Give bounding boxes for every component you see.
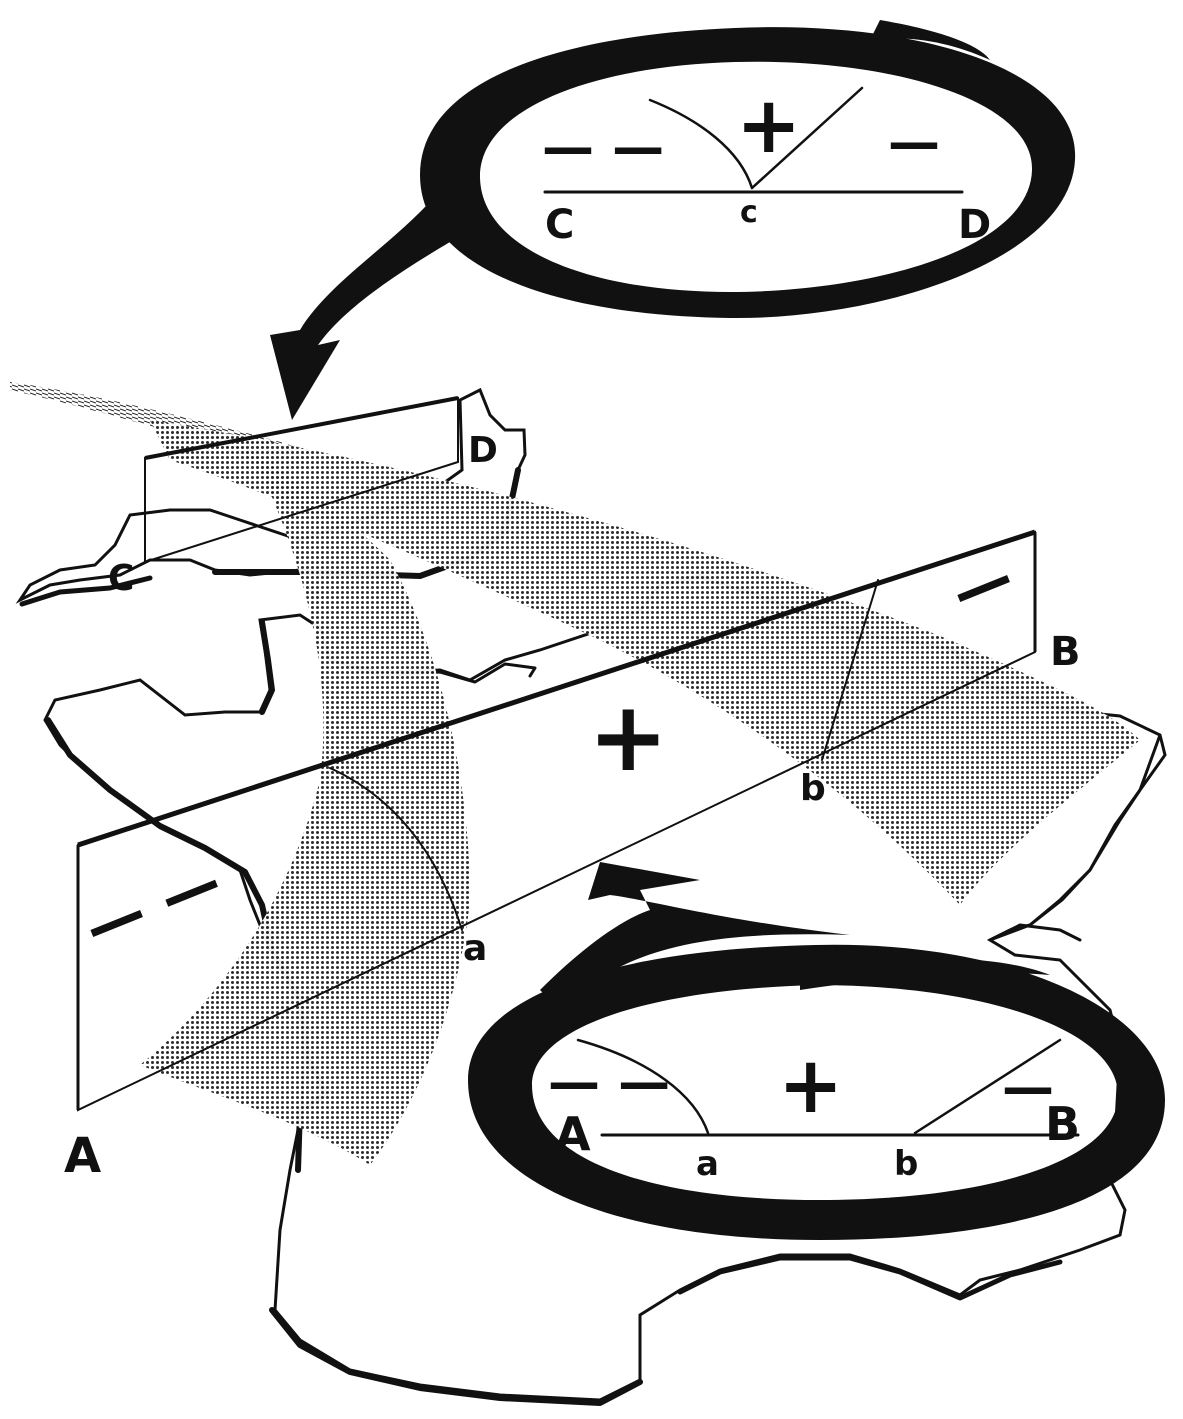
upper-inset-sign-middle: +	[736, 81, 801, 171]
section-plane-ab-top-edge	[77, 529, 1036, 848]
main-sign-left: — —	[74, 846, 231, 964]
magnifier-loop-icon	[468, 862, 1165, 1240]
france-east-border	[988, 733, 1162, 942]
lower-inset-sign-left: — —	[548, 1053, 670, 1113]
cold-front-surface-ab	[329, 767, 463, 931]
upper-inset-sign-left: — —	[542, 118, 664, 178]
section-cd-label-c: C	[108, 558, 134, 599]
section-ab-label-a-end: A	[64, 1128, 101, 1184]
warm-front-surface-ab	[821, 579, 879, 761]
lower-inset-warm-front	[913, 1038, 1062, 1135]
cold-front-band	[140, 440, 470, 1165]
section-ab-label-b-point: b	[800, 768, 826, 809]
section-ab-label-b-end: B	[1050, 629, 1081, 675]
lower-inset-cold-front	[576, 1038, 710, 1135]
lower-magnifier: — — + — A a b B	[468, 862, 1165, 1240]
frontal-zone-bands	[10, 382, 1140, 1165]
main-sign-middle: +	[588, 681, 668, 793]
section-cd-label-d: D	[468, 430, 498, 471]
section-ab-label-a-point: a	[463, 928, 487, 969]
upper-inset-warm-front	[648, 98, 754, 190]
upper-magnifier-flourish	[870, 20, 990, 60]
upper-magnifier: — — + — C c D	[270, 20, 1076, 420]
section-plane-cd-top-edge	[144, 396, 459, 460]
lower-magnifier-arrow-tail	[540, 862, 850, 1010]
section-plane-cd: C D	[108, 396, 498, 599]
upper-inset-cold-front	[750, 86, 864, 190]
main-sign-right: —	[941, 542, 1023, 629]
lower-magnifier-flourish	[800, 958, 1050, 990]
lower-inset-label-a-point: a	[696, 1144, 719, 1184]
warm-front-band	[150, 420, 1140, 905]
lower-inset-label-a-end: A	[555, 1107, 591, 1161]
upper-inset-label-d-end: D	[958, 202, 991, 248]
france-south-coast	[269, 1307, 643, 1406]
lower-inset-sign-right: —	[1002, 1058, 1054, 1118]
upper-magnifier-arrow-tail	[270, 190, 470, 420]
lower-inset-label-b-end: B	[1045, 1097, 1080, 1151]
upper-inset-label-c-point: c	[740, 195, 758, 230]
cotentin-coast	[259, 619, 275, 715]
upper-inset-sign-right: —	[888, 113, 940, 173]
cornwall-tip	[19, 575, 153, 607]
magnifier-loop-icon	[270, 20, 1076, 420]
section-plane-cd-ground-line	[144, 461, 459, 563]
upper-inset-label-c-end: C	[545, 202, 574, 248]
upper-magnifier-ring	[420, 27, 1076, 319]
mediterranean-coast	[677, 1255, 1063, 1301]
lower-inset-sign-middle: +	[778, 1041, 843, 1131]
lower-inset-label-b-point: b	[894, 1144, 918, 1184]
section-plane-ab-ground-line	[77, 651, 1036, 1111]
